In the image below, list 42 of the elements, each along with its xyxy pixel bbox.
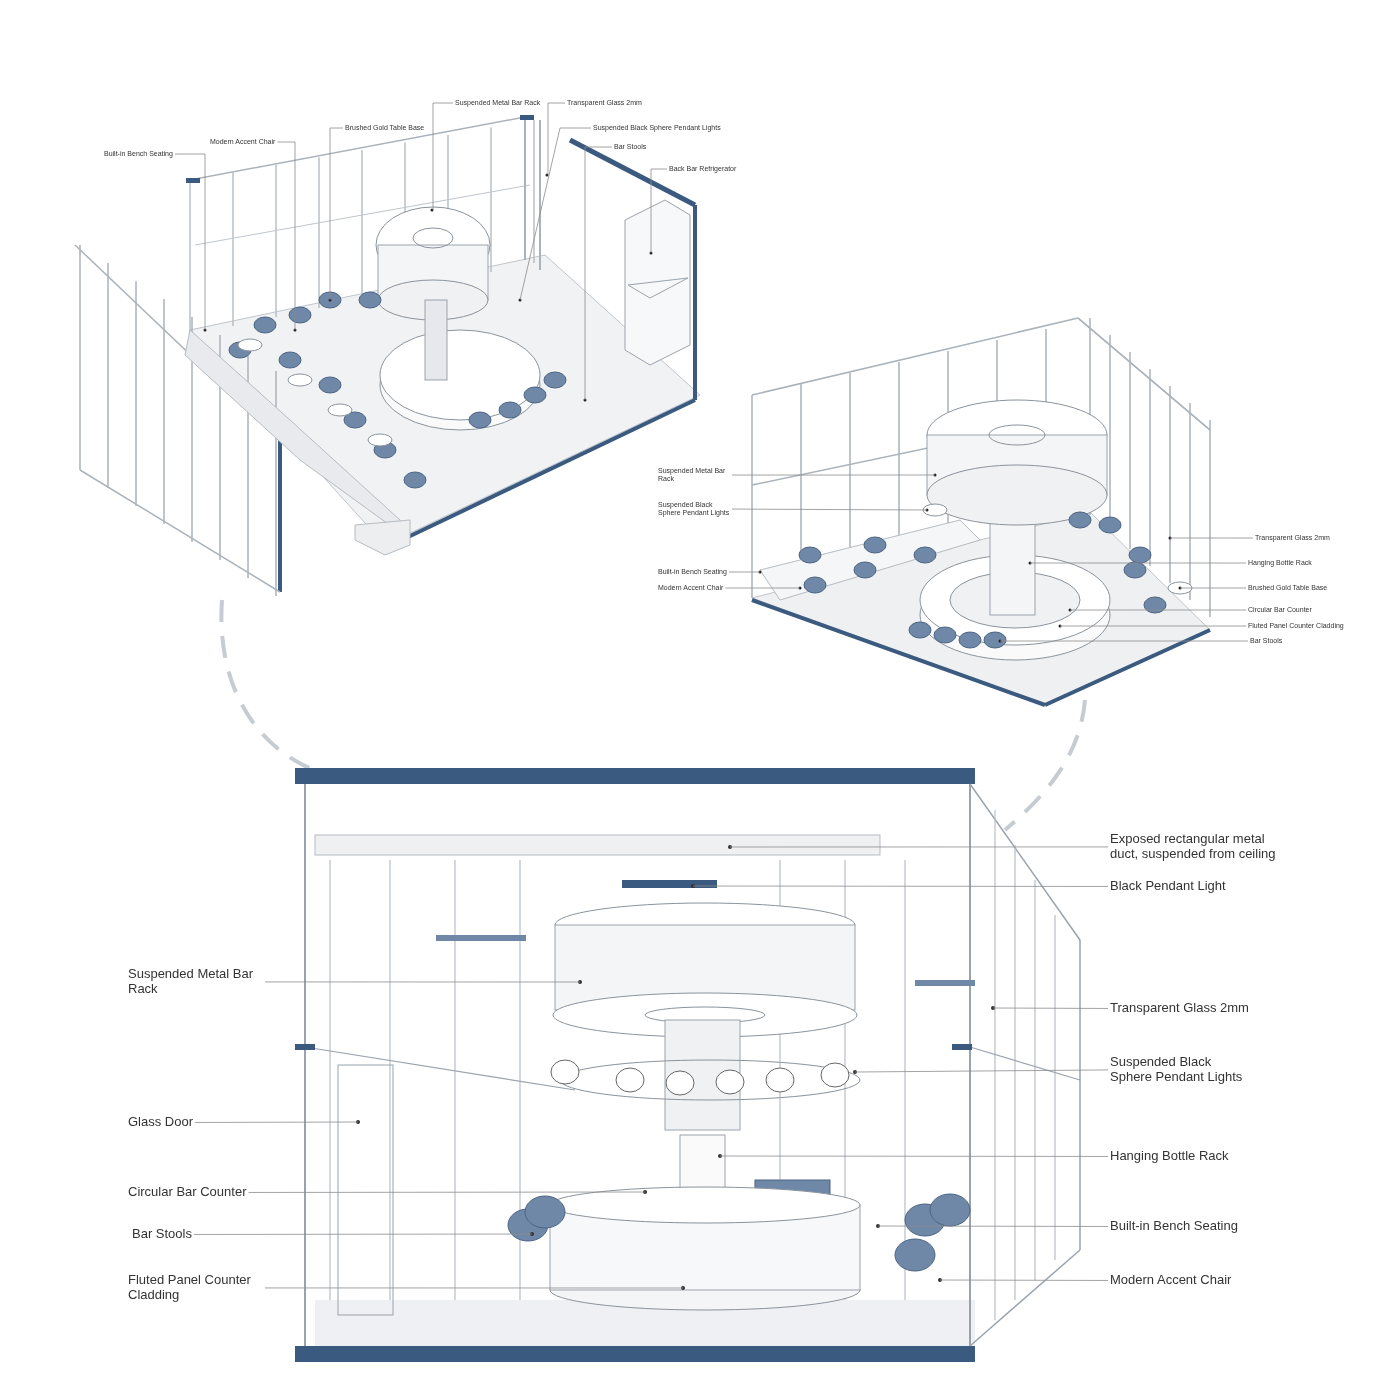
callout-label: Circular Bar Counter xyxy=(128,1185,247,1200)
callout-label: Black Pendant Light xyxy=(1110,879,1226,894)
callout-label: Hanging Bottle Rack xyxy=(1110,1149,1229,1164)
leader-line xyxy=(731,508,928,511)
leader-line xyxy=(193,1233,533,1235)
callout-label: Fluted Panel Counter Cladding xyxy=(128,1273,263,1303)
leader-line xyxy=(728,571,761,573)
leader-line xyxy=(1069,609,1247,611)
leader-line xyxy=(1029,562,1247,564)
leader-line xyxy=(264,1287,684,1289)
leader-line xyxy=(650,168,668,254)
leader-line xyxy=(432,102,454,211)
leader-line xyxy=(277,141,296,331)
leader-line xyxy=(519,127,592,301)
callout-label: Built-in Bench Seating xyxy=(1110,1219,1238,1234)
leader-line xyxy=(584,146,613,401)
leader-line xyxy=(264,981,581,983)
leader-line xyxy=(248,1191,646,1193)
leader-line xyxy=(329,127,344,301)
leader-line xyxy=(719,1155,1109,1157)
callout-label: Bar Stools xyxy=(132,1227,192,1242)
leader-line xyxy=(1059,625,1247,627)
leader-line xyxy=(1169,537,1254,539)
callout-label: Suspended Metal Bar Rack xyxy=(128,967,263,997)
leader-line xyxy=(877,1225,1109,1227)
leader-line xyxy=(174,153,206,331)
leader-line xyxy=(692,885,1109,887)
leader-line xyxy=(729,846,1109,848)
callout-label: Transparent Glass 2mm xyxy=(1110,1001,1249,1016)
leader-line xyxy=(725,587,801,589)
leader-line xyxy=(992,1007,1109,1009)
leader-line xyxy=(1179,587,1247,589)
leader-line xyxy=(194,1121,359,1123)
leader-line xyxy=(731,474,936,476)
leader-line xyxy=(547,102,566,176)
leader-line xyxy=(939,1279,1109,1281)
callout-label: Modern Accent Chair xyxy=(1110,1273,1232,1288)
callout-label: Suspended Black Sphere Pendant Lights xyxy=(1110,1055,1250,1085)
callout-label: Exposed rectangular metal duct, suspended from ceiling xyxy=(1110,832,1285,862)
callout-label: Glass Door xyxy=(128,1115,194,1130)
leader-line xyxy=(999,640,1249,642)
leader-line xyxy=(854,1069,1109,1073)
